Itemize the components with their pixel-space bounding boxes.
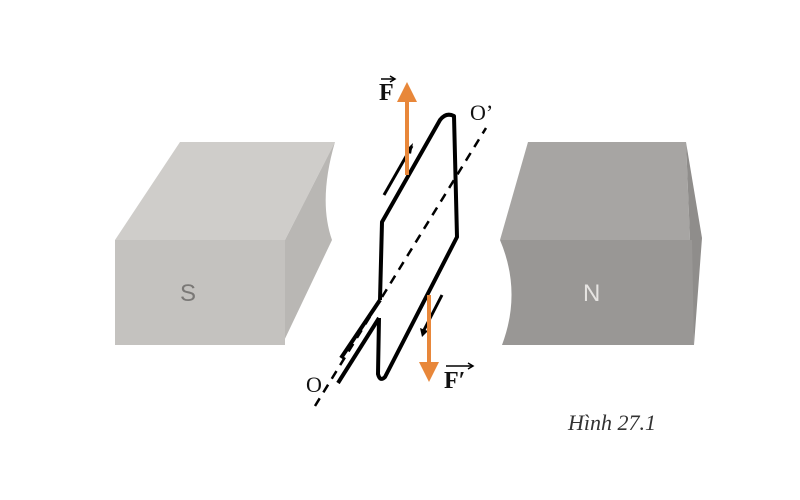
north-magnet-front	[500, 240, 694, 345]
rotation-axis	[313, 127, 488, 407]
south-magnet-front	[115, 240, 285, 345]
south-magnet-top	[115, 142, 335, 240]
north-magnet-side	[686, 142, 702, 345]
force-label-f: F	[379, 80, 394, 106]
south-magnet	[115, 142, 335, 345]
coil-loop	[376, 112, 459, 381]
vector-tip-f-prime	[467, 362, 475, 370]
coil-lead-2	[336, 316, 381, 385]
south-magnet-side	[282, 142, 335, 345]
current-arrowhead-bottom	[420, 328, 428, 337]
vector-tip-f	[389, 75, 397, 83]
figure-caption: Hình 27.1	[568, 410, 656, 435]
north-magnet-top	[500, 142, 690, 240]
axis-label-o-prime: O’	[470, 100, 494, 125]
south-pole-label: S	[180, 280, 197, 307]
north-magnet	[500, 142, 702, 345]
coil-lead-1	[339, 298, 382, 360]
force-label-f-prime: F′	[444, 368, 466, 394]
north-pole-label: N	[583, 280, 601, 307]
axis-label-o: O	[306, 372, 322, 397]
